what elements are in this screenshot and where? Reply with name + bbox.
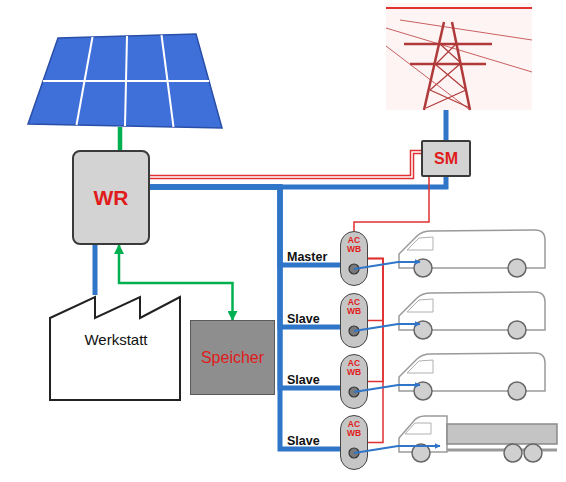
pylon-photo bbox=[386, 3, 532, 110]
node-text: WR bbox=[94, 186, 129, 210]
van-wheel bbox=[414, 321, 432, 339]
cable-connector bbox=[368, 259, 383, 443]
cable-connector bbox=[150, 187, 340, 265]
wallbox-role-label: Slave bbox=[287, 373, 320, 387]
wallbox-role-label: Master bbox=[287, 250, 327, 264]
wallbox: AC WB bbox=[340, 354, 368, 409]
van-wheel bbox=[508, 321, 526, 339]
van-wheel bbox=[508, 259, 526, 277]
dc-cable bbox=[118, 127, 123, 151]
van bbox=[399, 230, 545, 277]
workshop-building: Werkstatt bbox=[50, 295, 182, 400]
pylon-lattice bbox=[426, 44, 470, 108]
panel-grid-line bbox=[43, 80, 209, 82]
double-line-gap bbox=[150, 152, 421, 177]
van bbox=[399, 353, 545, 400]
node-text: AC WB bbox=[345, 359, 363, 377]
inverter-box: WR bbox=[72, 150, 150, 245]
wallbox-role-label: Slave bbox=[287, 312, 320, 326]
power-line bbox=[400, 20, 532, 40]
truck-window bbox=[405, 423, 431, 434]
pylon-leg bbox=[452, 22, 470, 110]
grid-cable bbox=[444, 110, 449, 141]
van-window bbox=[407, 360, 433, 373]
cable-connector bbox=[354, 177, 429, 231]
truck-bed bbox=[447, 424, 557, 444]
smart-meter-box: SM bbox=[421, 140, 471, 177]
storage-box: Speicher bbox=[190, 320, 275, 395]
solar-panel bbox=[28, 34, 222, 128]
power-line bbox=[386, 7, 532, 9]
node-text: AC WB bbox=[345, 236, 363, 254]
power-line bbox=[386, 46, 470, 110]
cable-connector bbox=[368, 259, 383, 321]
pylon-arm bbox=[410, 63, 486, 66]
van-wheel bbox=[414, 382, 432, 400]
building-outline bbox=[50, 297, 180, 400]
wallbox: AC WB bbox=[340, 293, 368, 348]
truck-wheel bbox=[504, 444, 522, 462]
cable-connector bbox=[368, 259, 383, 382]
node-text: SM bbox=[434, 150, 458, 168]
wallbox: AC WB bbox=[340, 415, 368, 470]
van-window bbox=[407, 299, 433, 312]
van-window bbox=[407, 237, 433, 250]
van-wheel bbox=[414, 259, 432, 277]
node-text: AC WB bbox=[345, 298, 363, 316]
truck-wheel bbox=[412, 444, 430, 462]
node-text: Werkstatt bbox=[84, 331, 147, 348]
pylon-leg bbox=[424, 22, 444, 110]
cable-connector bbox=[93, 245, 98, 295]
truck bbox=[399, 416, 557, 462]
van-wheel bbox=[508, 382, 526, 400]
node-text: Speicher bbox=[201, 349, 264, 367]
wallbox: AC WB bbox=[340, 231, 368, 286]
wallbox-role-label: Slave bbox=[287, 434, 320, 448]
cable-connector bbox=[150, 152, 421, 177]
node-text: AC WB bbox=[345, 420, 363, 438]
pylon-arm bbox=[404, 43, 492, 46]
truck-wheel bbox=[524, 444, 542, 462]
van bbox=[399, 292, 545, 339]
